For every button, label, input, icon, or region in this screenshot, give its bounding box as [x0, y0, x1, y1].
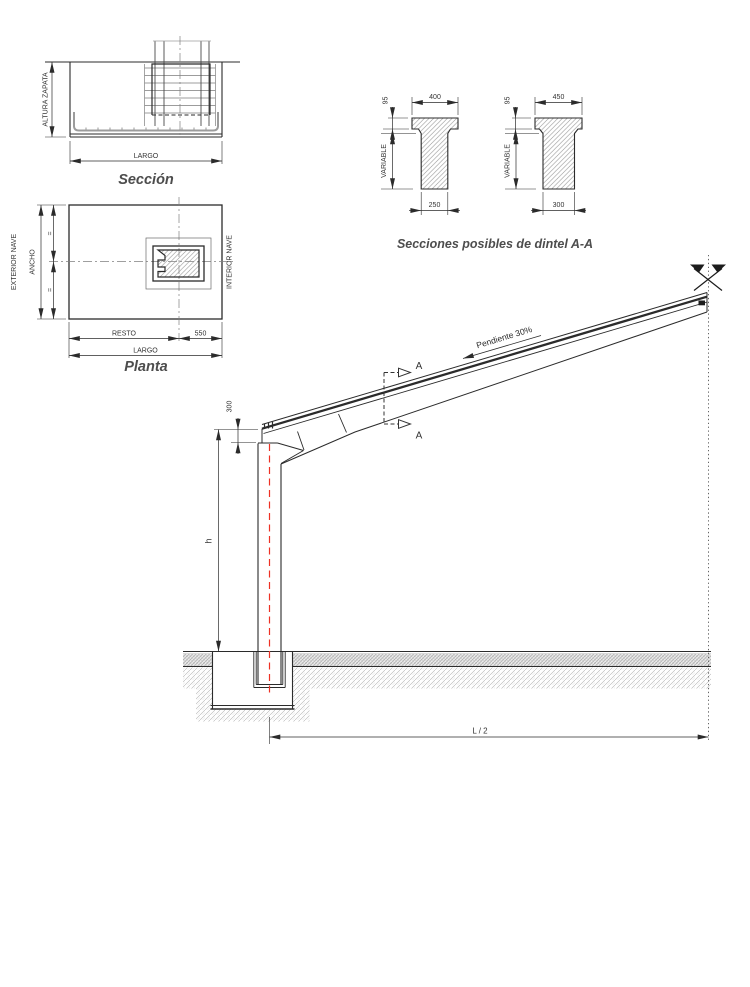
- dim-300-label: 300: [227, 401, 234, 413]
- dim-95-left-label: 95: [383, 97, 390, 105]
- seccion-title: Sección: [118, 172, 174, 188]
- footing-bottom-rebar: [73, 112, 219, 132]
- planta-title: Planta: [124, 359, 168, 375]
- dintel-section-left: [411, 117, 459, 190]
- symmetry-axis: [690, 255, 726, 742]
- haunch-web-lines: [297, 413, 347, 451]
- altura-zapata-dim-label: ALTURA ZAPATA: [43, 72, 50, 127]
- earth-hatch: [212, 709, 293, 722]
- dim-250-label: 250: [429, 202, 441, 209]
- exterior-nave-label: EXTERIOR NAVE: [11, 234, 18, 291]
- connection-dowel-ticks: [263, 421, 274, 429]
- slope-arrow: [462, 335, 542, 359]
- rebar-ticks: [85, 127, 207, 130]
- footing-socket: [210, 651, 295, 710]
- rafter-beam: [261, 292, 708, 465]
- section-cut-marker: A A: [383, 361, 423, 442]
- dim-450-label: 450: [553, 94, 565, 101]
- dintel-section-right: [534, 117, 583, 190]
- dowel-cage-outline: [151, 63, 211, 115]
- section-cut-arrow-bottom: [398, 418, 412, 430]
- dim-variable-left-label: VARIABLE: [381, 144, 388, 178]
- largo-dim-label: LARGO: [134, 153, 159, 160]
- dintel-caption: Secciones posibles de dintel A-A: [397, 237, 593, 251]
- dim-l2-label: L / 2: [472, 727, 488, 736]
- dim-h-label: h: [204, 538, 214, 543]
- section-cut-arrow-top: [398, 367, 412, 378]
- beam-end-block: [261, 428, 304, 464]
- dintel-sections: 400 95 VARIABLE 250 450 95 VARIABLE 300 …: [381, 94, 593, 251]
- ground: [183, 650, 711, 722]
- equal-mark-bottom: =: [48, 288, 55, 292]
- ground-strip-hatch: [292, 654, 711, 667]
- column-cross-section: [156, 249, 200, 278]
- ground-strip-hatch: [183, 654, 213, 667]
- footing-plan-outline: [68, 204, 223, 320]
- earth-hatch: [196, 688, 213, 722]
- section-label-top: A: [416, 361, 423, 372]
- dim-400-label: 400: [429, 94, 441, 101]
- earth-hatch: [292, 667, 711, 689]
- symmetry-axis-icon: [690, 264, 726, 291]
- dim-95-right-label: 95: [505, 97, 512, 105]
- footing-outline: [69, 62, 223, 138]
- earth-hatch: [292, 688, 310, 722]
- dim-variable-right-label: VARIABLE: [505, 144, 512, 178]
- dim-550-label: 550: [195, 331, 207, 338]
- column: [257, 442, 282, 694]
- socket-outer-outline: [145, 237, 212, 290]
- ridge-connection-plate: [698, 300, 705, 306]
- seccion-view: ALTURA ZAPATA LARGO Sección: [43, 36, 240, 188]
- beam-flange-underside: [263, 301, 708, 434]
- dim-300-right-label: 300: [553, 202, 565, 209]
- elevation-view: A A Pendiente 30% h 300: [183, 255, 726, 744]
- starter-bars: [154, 41, 210, 126]
- resto-dim-label: RESTO: [112, 331, 137, 338]
- section-label-bottom: A: [416, 431, 423, 442]
- elevation-dimensions: h 300 L / 2: [204, 401, 709, 744]
- equal-mark-top: =: [48, 231, 55, 235]
- beam-bottom-edge: [280, 311, 708, 465]
- beam-top-chord: [261, 295, 708, 430]
- planta-view: ANCHO = = EXTERIOR NAVE INTERIOR NAVE RE…: [11, 197, 234, 375]
- earth-hatch: [183, 667, 213, 689]
- ancho-dim-label: ANCHO: [30, 249, 37, 275]
- socket-inner-outline: [152, 245, 205, 282]
- planta-largo-dim-label: LARGO: [133, 348, 158, 355]
- interior-nave-label: INTERIOR NAVE: [227, 235, 234, 289]
- roof-line: [261, 292, 708, 425]
